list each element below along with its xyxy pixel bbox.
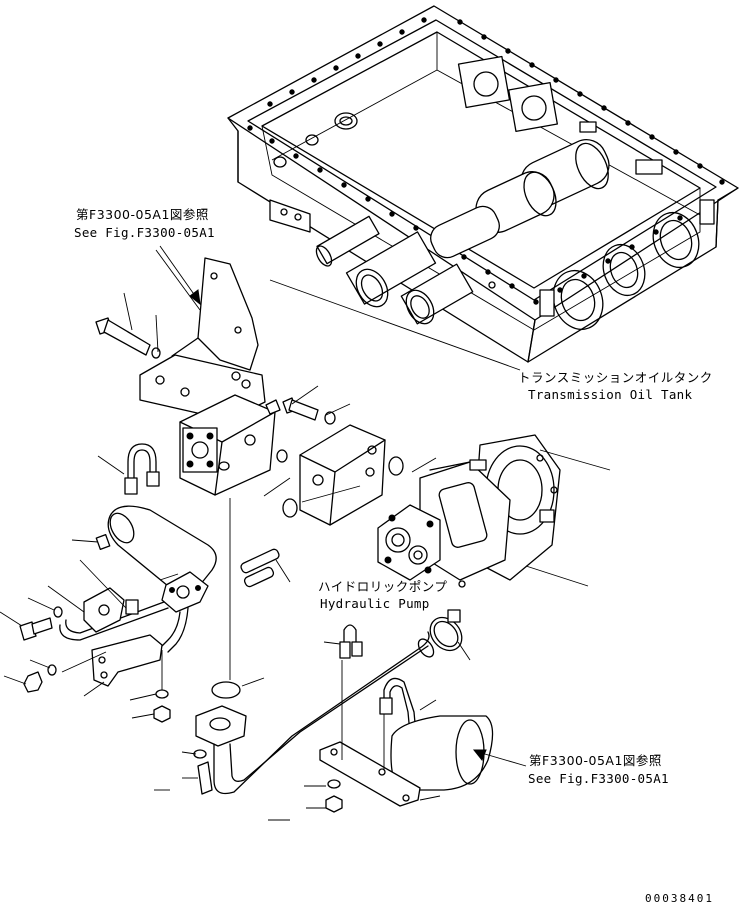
lower-right-parts xyxy=(268,624,494,821)
bolt-middle xyxy=(282,385,351,425)
spacer-block xyxy=(263,424,437,526)
drawing-code: 00038401 xyxy=(645,892,714,905)
tank-label-jp: トランスミッションオイルタンク xyxy=(518,370,713,385)
mounting-bracket xyxy=(123,249,266,421)
ref-label-bottom-en: See Fig.F3300-05A1 xyxy=(528,771,669,786)
valve-block xyxy=(179,394,288,496)
reference-arrows xyxy=(159,245,527,767)
suction-pipe xyxy=(154,631,435,795)
hose-clamp xyxy=(429,609,471,661)
bolt-left xyxy=(95,317,161,359)
pump-label-jp: ハイドロリックポンプ xyxy=(318,579,448,594)
pump-label-en: Hydraulic Pump xyxy=(320,596,430,611)
ref-label-top-jp: 第F3300-05A1図参照 xyxy=(76,207,209,222)
ref-label-bottom-jp: 第F3300-05A1図参照 xyxy=(529,753,662,768)
tank-label-en: Transmission Oil Tank xyxy=(528,387,693,402)
ref-label-top-en: See Fig.F3300-05A1 xyxy=(74,225,215,240)
transmission-oil-tank xyxy=(227,5,739,371)
hydraulic-pump xyxy=(377,434,611,588)
piping-assembly xyxy=(0,443,291,723)
